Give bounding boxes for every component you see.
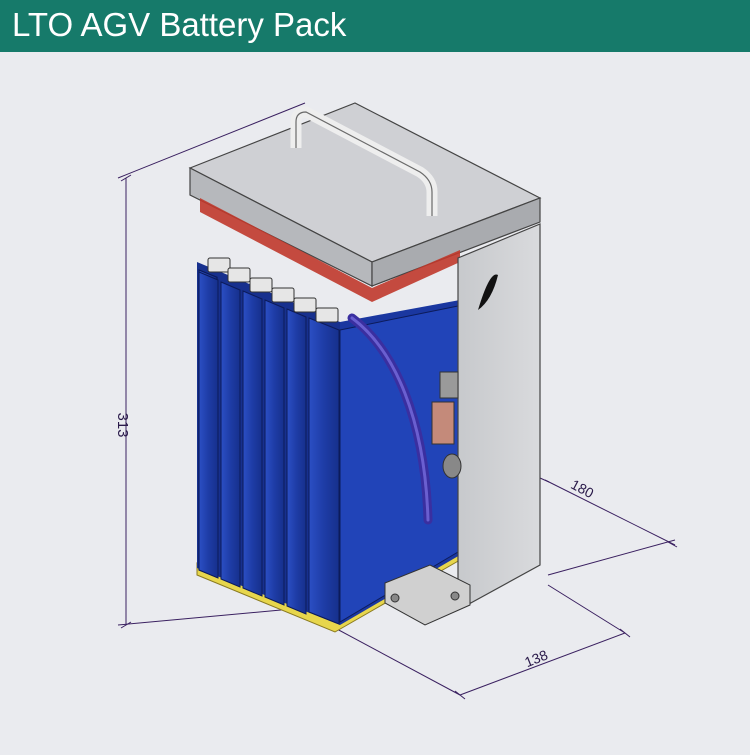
product-illustration: 313 180 138 (0, 52, 750, 750)
width-dimension (334, 584, 631, 700)
battery-pack-drawing: 313 180 138 (114, 102, 678, 700)
top-cover (188, 102, 542, 302)
page-title: LTO AGV Battery Pack (12, 6, 347, 43)
terminal-block (384, 564, 471, 626)
carry-handle (290, 106, 438, 216)
title-bar: LTO AGV Battery Pack (0, 0, 750, 52)
height-dimension-label: 313 (114, 412, 131, 437)
height-dimension (117, 102, 336, 629)
depth-dimension (539, 477, 678, 576)
depth-dimension-label: 180 (568, 476, 596, 501)
width-dimension-label: 138 (522, 646, 550, 670)
battery-cells (197, 262, 460, 625)
side-connectors (431, 371, 462, 479)
side-panel (457, 223, 541, 612)
cell-terminals (207, 257, 339, 323)
